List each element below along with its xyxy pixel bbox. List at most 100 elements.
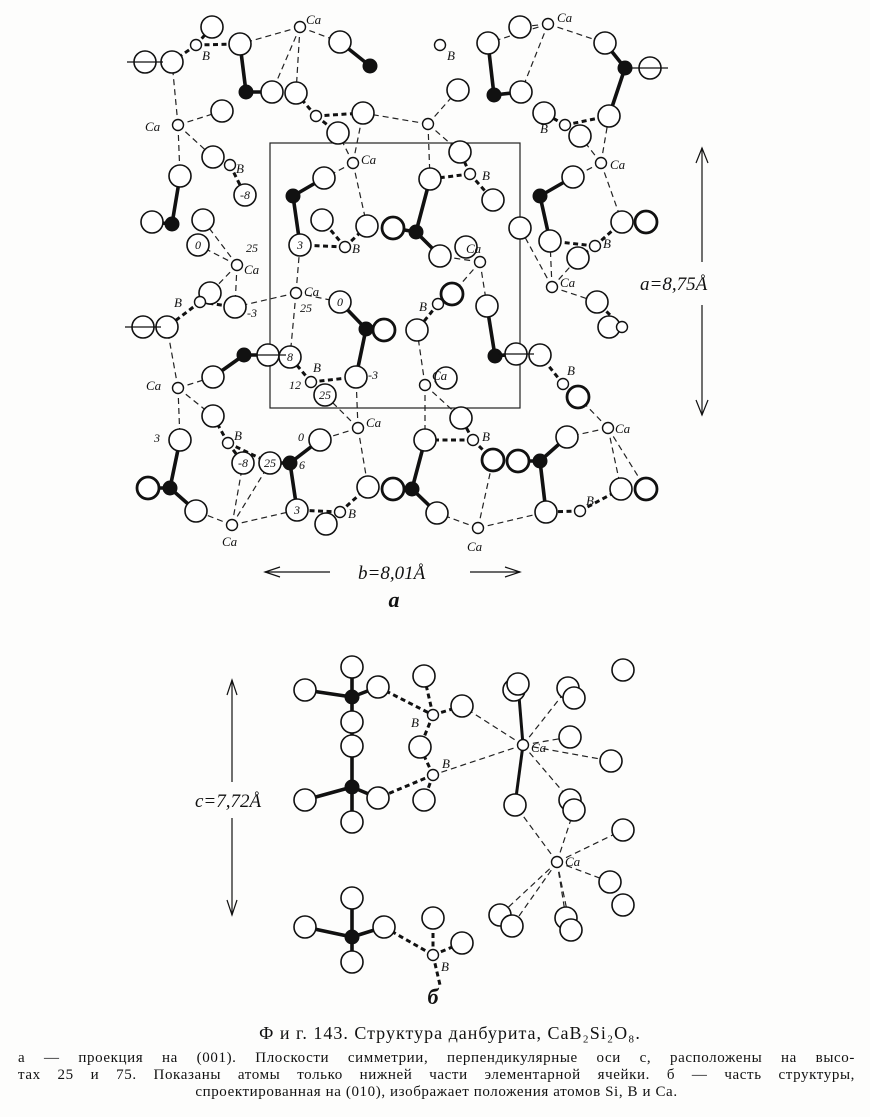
- calcium-label: Ca: [145, 119, 161, 134]
- caption-line-3: спроектированная на (010), изображает по…: [195, 1084, 678, 1100]
- atom-height-label: 25: [300, 301, 312, 315]
- silicon-atom: [344, 689, 360, 705]
- silicon-atom: [344, 779, 360, 795]
- ca-o-bond: [231, 462, 271, 526]
- calcium-label: Ca: [557, 10, 573, 25]
- calcium-label: Ca: [146, 378, 162, 393]
- ca-o-bond: [177, 110, 223, 126]
- boron-atom: [223, 158, 237, 172]
- calcium-atom: [601, 421, 615, 435]
- atom-height-label: 25: [264, 456, 276, 470]
- oxygen-atom: [405, 318, 429, 342]
- oxygen-atom: [160, 50, 184, 74]
- oxygen-atom: [371, 317, 397, 343]
- ca-o-bond: [522, 744, 571, 801]
- b-o-bond: [377, 773, 434, 800]
- b-axis-label: b=8,01Å: [358, 563, 426, 584]
- boron-label: B: [313, 360, 321, 375]
- oxygen-atom: [201, 365, 225, 389]
- atom-height-label: 0: [195, 238, 201, 252]
- atom-height-label: 0: [298, 430, 304, 444]
- oxygen-atom: [439, 281, 465, 307]
- oxygen-atom: [293, 678, 317, 702]
- ca-o-bond: [197, 244, 238, 266]
- oxygen-atom: [340, 734, 364, 758]
- caption-title: Ф и г. 143. Структура данбурита, CaB₂Si₂…: [259, 1023, 641, 1043]
- silicon-atom: [486, 87, 502, 103]
- boron-atom: [426, 768, 440, 782]
- panel-b-label: б: [428, 984, 440, 1009]
- boron-atom: [338, 240, 352, 254]
- oxygen-atom: [508, 216, 532, 240]
- silicon-atom: [162, 480, 178, 496]
- oxygen-atom: [328, 290, 352, 314]
- boron-atom: [615, 320, 629, 334]
- oxygen-atom: [191, 208, 215, 232]
- oxygen-atom: [340, 886, 364, 910]
- oxygen-atom: [599, 749, 623, 773]
- oxygen-atom: [344, 365, 368, 389]
- oxygen-atom: [476, 31, 500, 55]
- boron-label: B: [352, 241, 360, 256]
- oxygen-atom: [351, 101, 375, 125]
- b-axis-arrow-head-right: [504, 566, 522, 578]
- c-axis-arrow: [226, 678, 238, 917]
- oxygen-atom: [380, 215, 406, 241]
- b-o-bond: [422, 675, 435, 716]
- a-axis-label: a=8,75Å: [640, 274, 708, 295]
- oxygen-atom: [562, 686, 586, 710]
- a-axis-arrow: [695, 146, 709, 417]
- silicon-atom: [164, 216, 180, 232]
- oxygen-atom: [231, 451, 255, 475]
- boron-atom: [333, 505, 347, 519]
- ca-o-bond: [177, 387, 214, 417]
- boron-atom: [556, 377, 570, 391]
- oxygen-atom: [223, 295, 247, 319]
- calcium-label: Ca: [560, 275, 576, 290]
- calcium-label: Ca: [467, 539, 483, 554]
- calcium-atom: [545, 280, 559, 294]
- atom-height-label: -3: [368, 368, 378, 382]
- calcium-atom: [516, 738, 530, 752]
- b-axis-arrow-head-left: [263, 566, 281, 578]
- silicon-atom: [532, 453, 548, 469]
- atom-height-label: 6: [299, 458, 305, 472]
- oxygen-atom: [534, 500, 558, 524]
- b-axis-arrow: [263, 566, 522, 578]
- atom-height-label: 25: [319, 388, 331, 402]
- oxygen-atom: [326, 121, 350, 145]
- ca-o-bond: [461, 705, 524, 746]
- boron-atom: [193, 295, 207, 309]
- oxygen-atom: [609, 477, 633, 501]
- ca-o-bond: [436, 512, 479, 529]
- boron-label: B: [482, 429, 490, 444]
- oxygen-atom: [480, 447, 506, 473]
- ca-o-bond: [522, 687, 569, 746]
- silicon-atom: [408, 224, 424, 240]
- oxygen-atom: [168, 428, 192, 452]
- oxygen-atom: [506, 672, 530, 696]
- ca-o-bond: [177, 124, 214, 158]
- oxygen-atom: [508, 15, 532, 39]
- boron-atom: [431, 297, 445, 311]
- oxygen-atom: [565, 384, 591, 410]
- oxygen-atom: [201, 145, 225, 169]
- oxygen-atom: [450, 694, 474, 718]
- oxygen-atom: [328, 30, 352, 54]
- calcium-label: Ca: [222, 534, 238, 549]
- calcium-label: Ca: [610, 157, 626, 172]
- calcium-atom: [550, 855, 564, 869]
- atom-height-label: -8: [238, 456, 248, 470]
- calcium-label: Ca: [306, 12, 322, 27]
- boron-atom: [463, 167, 477, 181]
- boron-label: B: [482, 168, 490, 183]
- ca-o-bond: [271, 26, 301, 93]
- silicon-atom: [344, 929, 360, 945]
- boron-label: B: [540, 121, 548, 136]
- oxygen-atom: [503, 793, 527, 817]
- calcium-atom: [418, 378, 432, 392]
- calcium-atom: [171, 381, 185, 395]
- oxygen-atom: [475, 294, 499, 318]
- silicon-atom: [282, 455, 298, 471]
- ca-o-bond: [514, 804, 558, 863]
